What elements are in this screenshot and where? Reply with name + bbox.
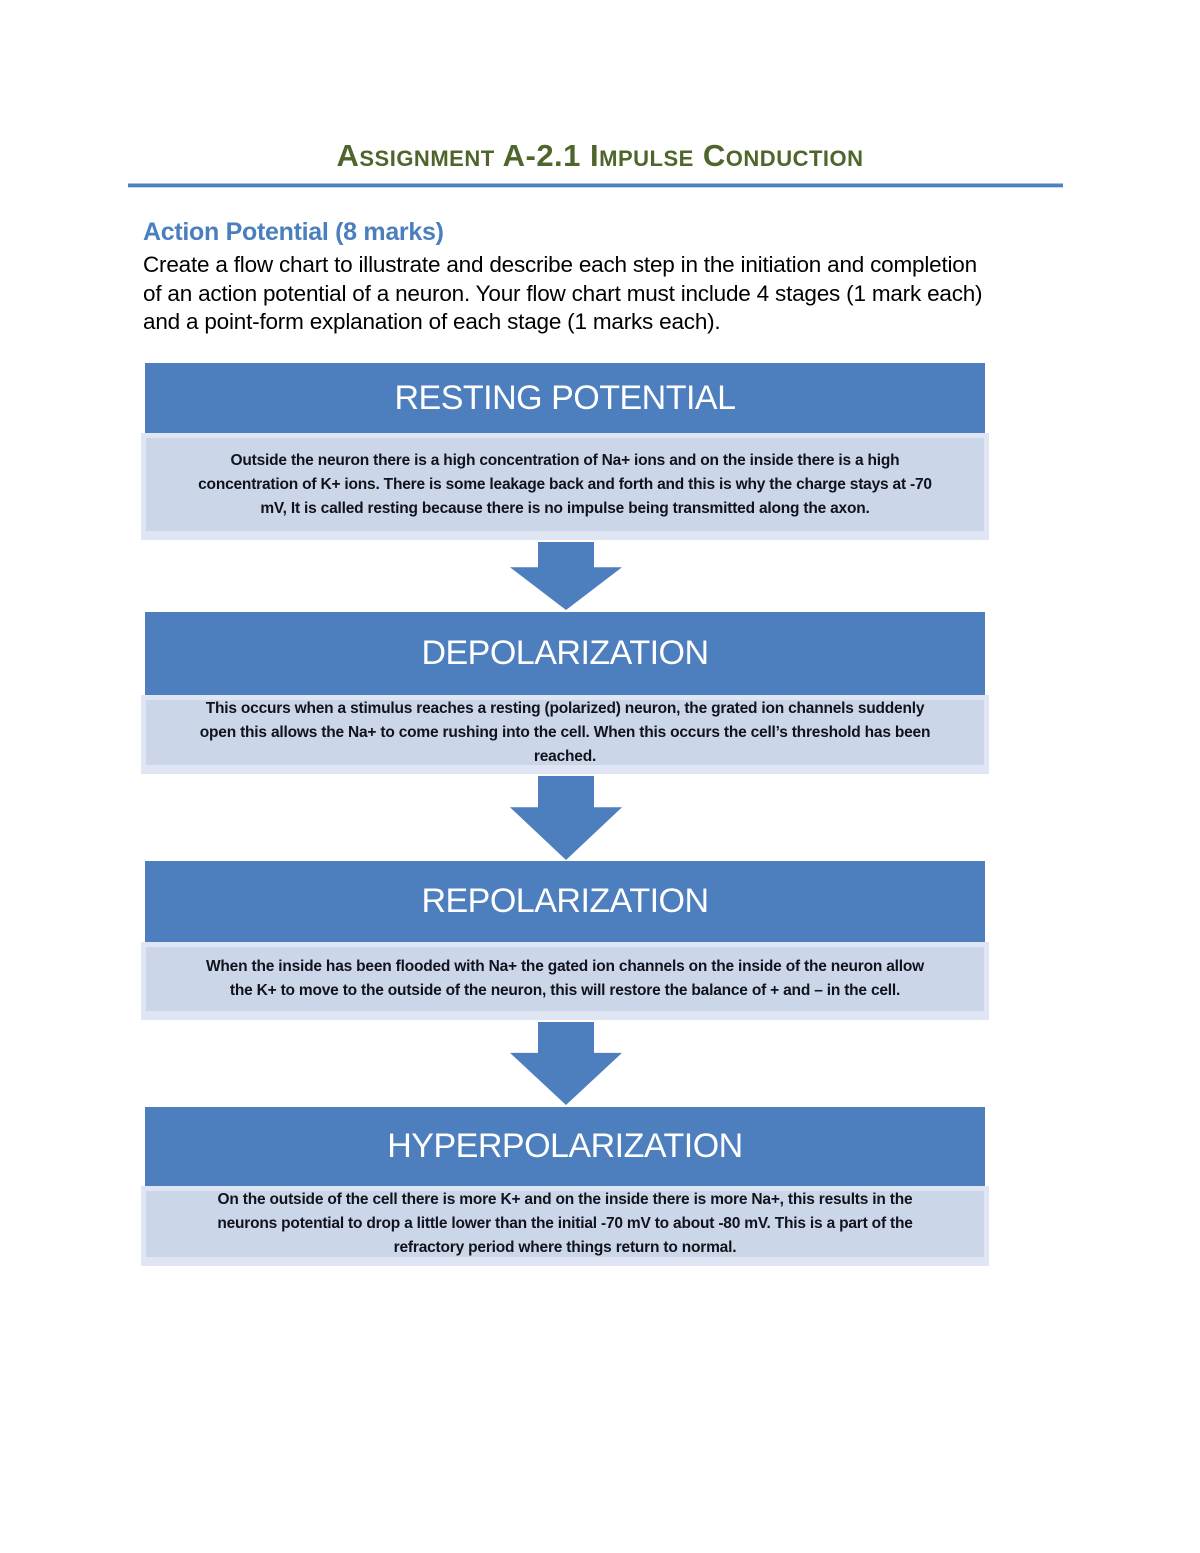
stage-description-depolarization: This occurs when a stimulus reaches a re… [141,695,989,774]
stage-description-resting-potential: Outside the neuron there is a high conce… [141,433,989,540]
stage-header-repolarization: REPOLARIZATION [145,861,985,942]
stage-description-hyperpolarization: On the outside of the cell there is more… [141,1186,989,1266]
down-arrow-icon [510,776,622,860]
intro-paragraph: Create a flow chart to illustrate and de… [143,252,983,334]
down-arrow-icon [510,542,622,610]
title-divider [128,184,1063,187]
stage-description-repolarization: When the inside has been flooded with Na… [141,942,989,1020]
page-title: Assignment A-2.1 Impulse Conduction [336,138,864,173]
down-arrow-icon [510,1022,622,1105]
stage-header-hyperpolarization: HYPERPOLARIZATION [145,1107,985,1186]
section-heading: Action Potential (8 marks) [143,218,444,246]
stage-header-resting-potential: RESTING POTENTIAL [145,363,985,433]
stage-header-depolarization: DEPOLARIZATION [145,612,985,695]
